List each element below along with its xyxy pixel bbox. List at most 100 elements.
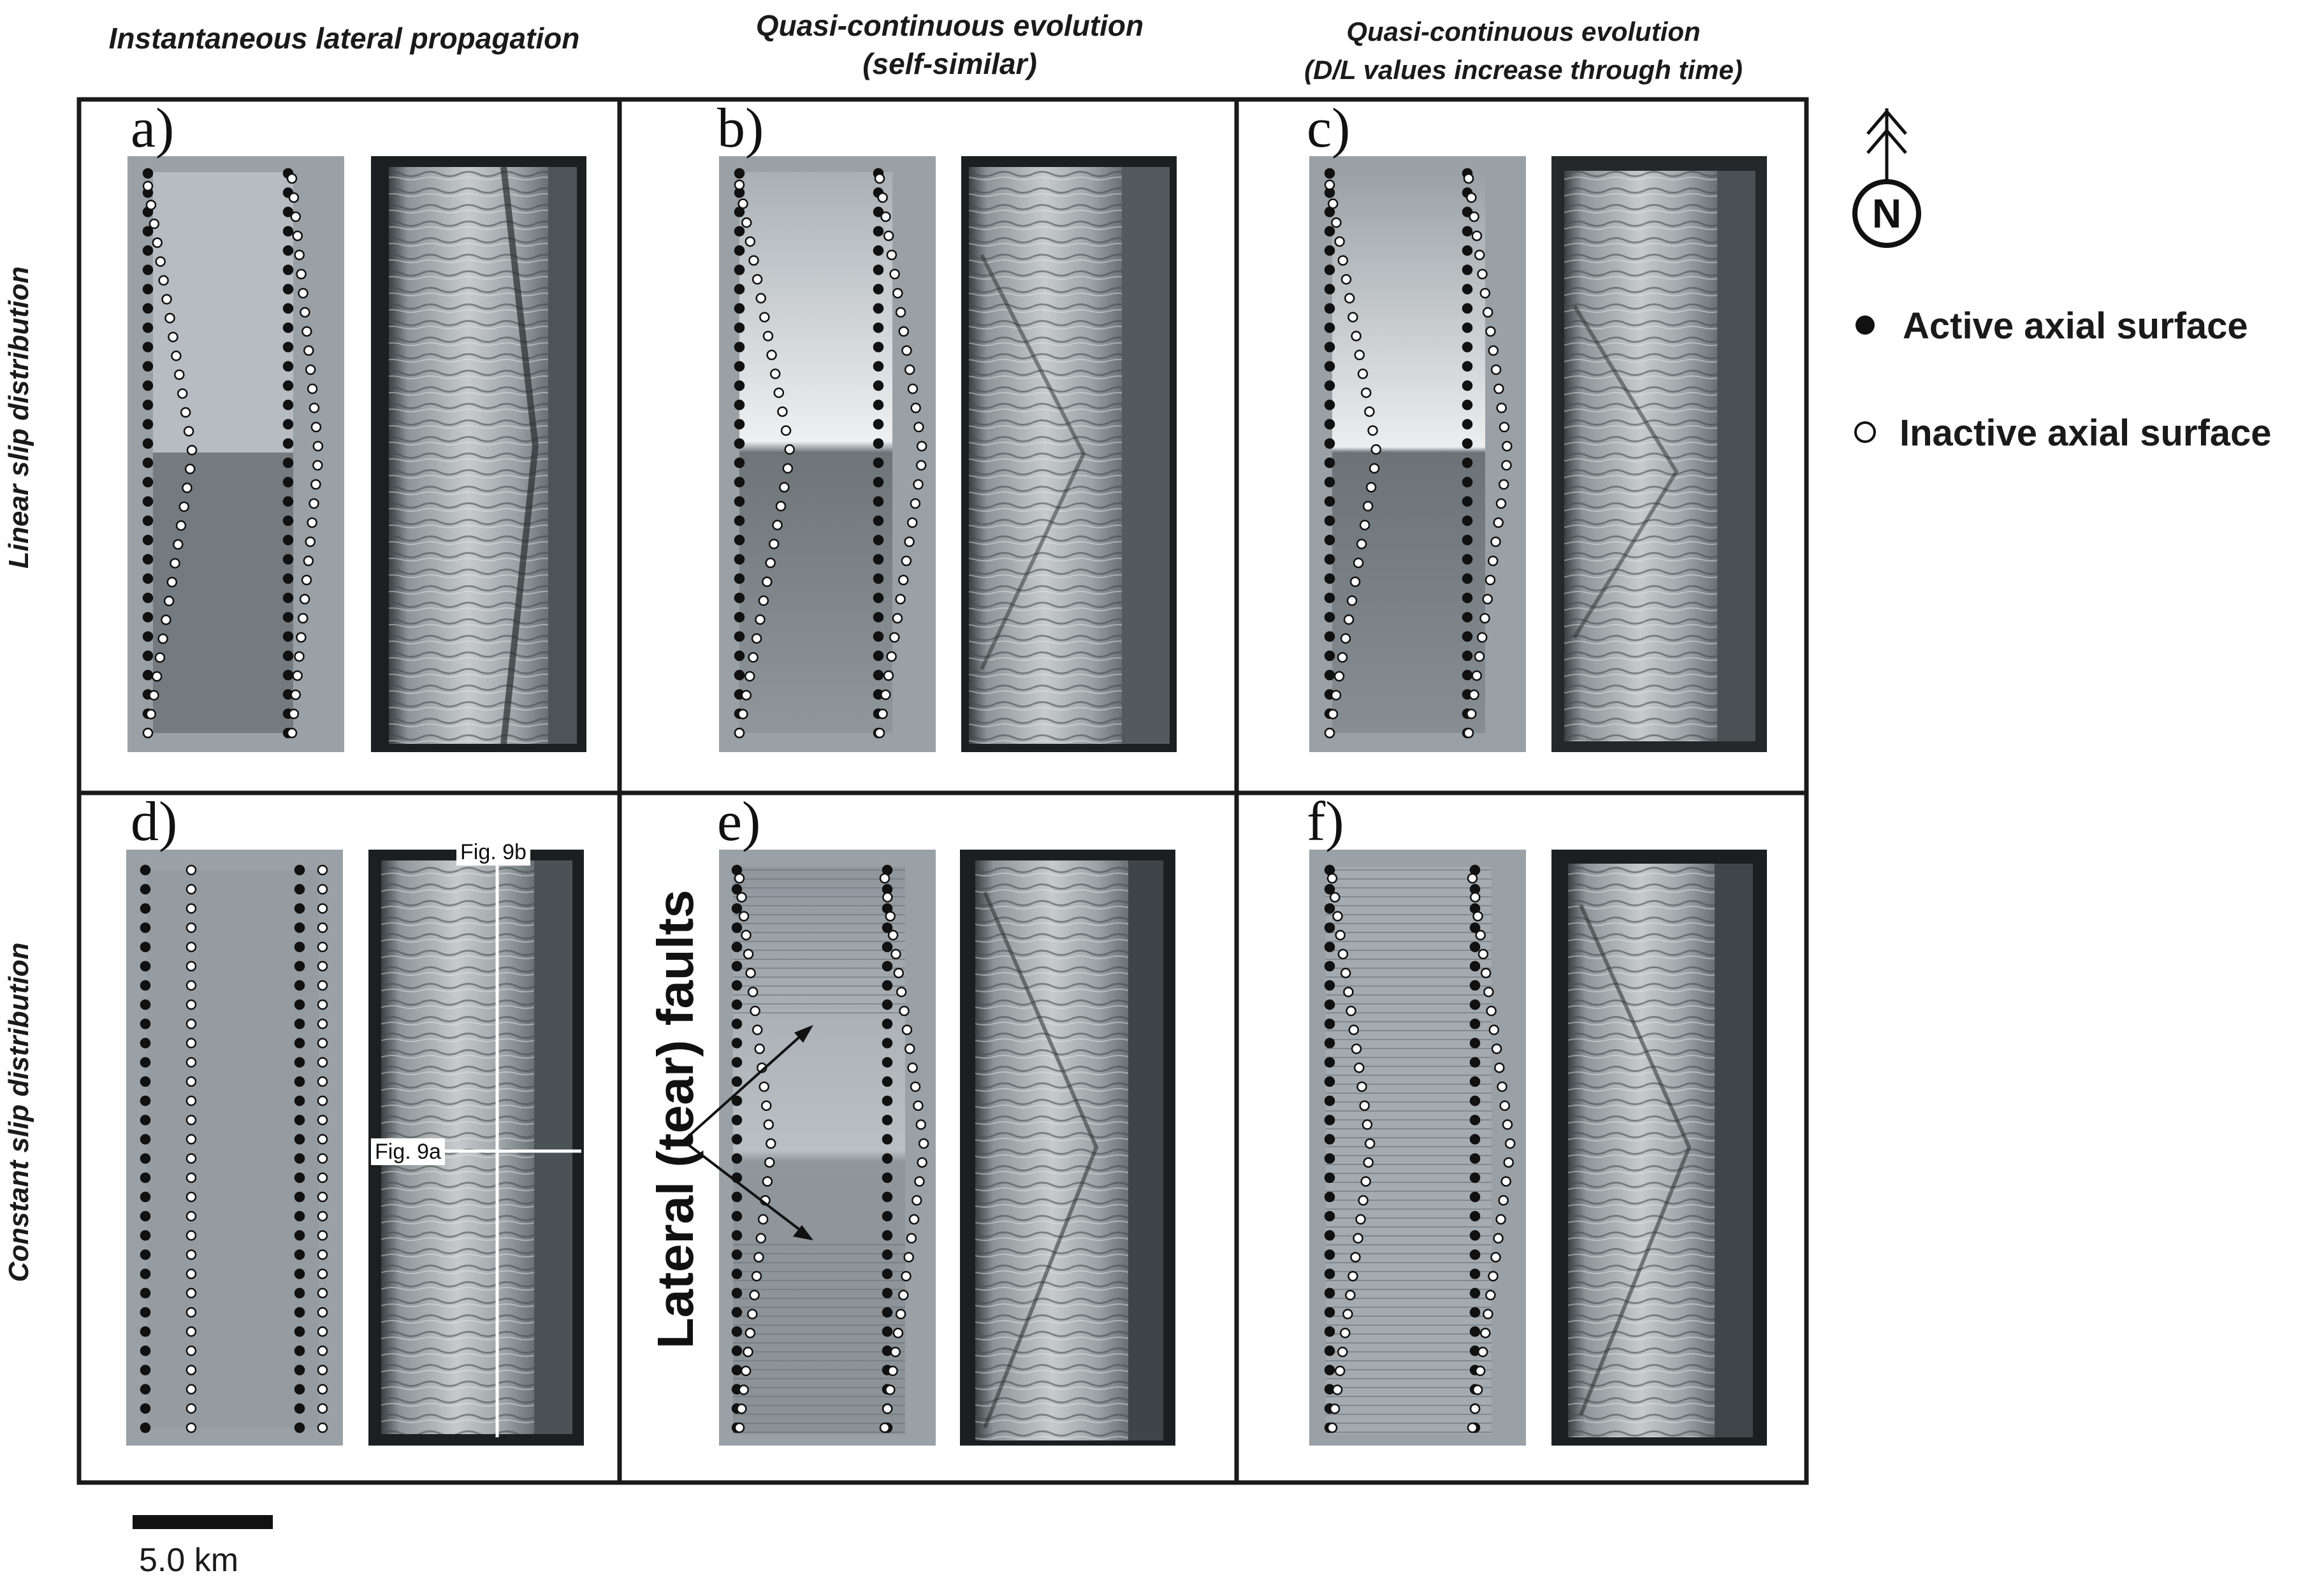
- panel-f-inactive-marker: [1477, 1346, 1488, 1358]
- panel-d-active-marker: [140, 941, 151, 952]
- panel-d-inactive-marker: [317, 1114, 328, 1126]
- panel-b-active-marker: [734, 650, 745, 662]
- panel-f-inactive-marker: [1469, 892, 1481, 903]
- panel-d-active-marker: [140, 1153, 151, 1164]
- panel-c-inactive-marker: [1474, 249, 1485, 261]
- panel-e-active-marker: [731, 980, 743, 991]
- panel-d-active-marker: [140, 883, 151, 895]
- panel-e-active-marker: [731, 1249, 743, 1260]
- panel-c-active-marker: [1324, 554, 1335, 565]
- panel-f-active-marker: [1324, 961, 1335, 972]
- panel-f-active-marker: [1324, 1038, 1335, 1048]
- panel-a-active-marker: [142, 496, 154, 507]
- panel-b-active-marker: [734, 515, 745, 526]
- panel-c-active-marker: [1324, 419, 1335, 430]
- panel-c-inactive-marker: [1367, 425, 1378, 436]
- panel-c-inactive-marker: [1479, 613, 1490, 624]
- panel-d-active-marker: [294, 1038, 305, 1048]
- panel-d-active-marker: [140, 903, 151, 914]
- panel-e-inactive-marker: [766, 1138, 776, 1149]
- panel-b-active-marker: [734, 303, 745, 314]
- panel-e-inactive-marker: [749, 1289, 760, 1301]
- panel-e-inactive-marker: [895, 1309, 906, 1319]
- panel-e-inactive-marker: [910, 1081, 921, 1092]
- panel-d-active-marker: [140, 1268, 151, 1279]
- panel-e-active-marker: [882, 1230, 893, 1241]
- panel-c-inactive-marker: [1490, 536, 1501, 548]
- panel-f-inactive-marker: [1348, 1270, 1358, 1282]
- panel-e-active-marker: [882, 1134, 893, 1145]
- panel-d-inactive-marker: [185, 1095, 197, 1106]
- panel-c-inactive-marker: [1485, 574, 1496, 586]
- panel-f-active-marker: [1324, 1249, 1335, 1260]
- panel-c-inactive-marker: [1354, 349, 1365, 361]
- panel-e-active-marker: [882, 1019, 893, 1029]
- panel-c-active-marker: [1324, 438, 1335, 449]
- panel-b-inactive-marker: [904, 364, 915, 375]
- panel-c-active-marker: [1462, 650, 1473, 662]
- panel-f-inactive-marker: [1467, 1422, 1478, 1433]
- panel-c-inactive-marker: [1353, 557, 1364, 569]
- panel-d-inactive-marker: [317, 1172, 328, 1184]
- panel-a-inactive-marker: [290, 211, 301, 222]
- panel-b-active-marker: [734, 592, 745, 604]
- panel-b-active-marker: [734, 284, 745, 294]
- panel-c-active-marker: [1462, 342, 1473, 352]
- panel-a-active-marker: [282, 438, 294, 449]
- panel-f-inactive-marker: [1359, 1100, 1370, 1111]
- panel-d-active-marker: [140, 1422, 151, 1433]
- panel-c-inactive-marker: [1357, 368, 1369, 379]
- panel-a-active-marker: [142, 477, 154, 488]
- panel-e-inactive-marker: [887, 929, 899, 941]
- panel-c-active-marker: [1462, 669, 1473, 681]
- panel-c-inactive-marker: [1469, 211, 1479, 222]
- panel-d-inactive-marker: [317, 961, 328, 972]
- panel-c-active-marker: [1462, 284, 1473, 294]
- panel-f-inactive-marker: [1504, 1138, 1516, 1149]
- panel-f-inactive-marker: [1363, 1157, 1374, 1168]
- panel-a-inactive-marker: [178, 501, 189, 512]
- panel-a-inactive-marker: [309, 402, 320, 414]
- panel-b-active-marker: [734, 496, 745, 507]
- panel-f-active-marker: [1324, 903, 1335, 914]
- panel-a-inactive-marker: [312, 460, 323, 471]
- panel-b-active-marker: [734, 226, 745, 237]
- panel-f-inactive-marker: [1494, 1062, 1505, 1073]
- panel-a-active-marker: [282, 303, 294, 314]
- panel-c-inactive-marker: [1337, 652, 1348, 663]
- panel-e-active-marker: [882, 922, 893, 933]
- panel-a-inactive-marker: [292, 670, 303, 681]
- panel-a-active-marker: [142, 322, 154, 333]
- panel-b-inactive-marker: [910, 498, 921, 509]
- panel-c-inactive-marker: [1334, 236, 1345, 247]
- panel-c-inactive-marker: [1469, 689, 1479, 700]
- panel-b-active-marker: [734, 669, 745, 681]
- panel-f-active-marker: [1324, 1268, 1335, 1279]
- panel-b-inactive-marker: [874, 173, 885, 184]
- panel-b-inactive-marker: [898, 326, 910, 337]
- panel-d-active-marker: [294, 1114, 305, 1126]
- panel-e-active-marker: [731, 1134, 743, 1145]
- panel-b-active-marker: [873, 573, 884, 584]
- panel-f-inactive-marker: [1326, 873, 1338, 884]
- panel-e-active-marker: [731, 1307, 743, 1318]
- panel-e-active-marker: [731, 1114, 743, 1126]
- panel-a-active-marker: [282, 226, 294, 237]
- panel-label-a: a): [131, 98, 175, 159]
- panel-b-active-marker: [873, 515, 884, 526]
- panel-c-active-marker: [1462, 631, 1473, 642]
- panel-d-inactive-marker: [317, 883, 328, 895]
- panel-a-inactive-marker: [145, 709, 156, 720]
- panel-d-inactive-marker: [185, 1326, 197, 1337]
- panel-b-inactive-marker: [777, 406, 788, 417]
- panel-c-active-marker: [1462, 592, 1473, 604]
- panel-a-active-marker: [142, 457, 154, 468]
- panel-b-active-marker: [734, 245, 745, 256]
- panel-d-inactive-marker: [317, 1210, 328, 1222]
- panel-e-inactive-marker: [761, 1100, 772, 1111]
- panel-b-inactive-marker: [751, 633, 762, 644]
- panel-b-active-marker: [873, 631, 884, 642]
- panel-a-active-marker: [142, 380, 154, 391]
- panel-b-active-marker: [873, 245, 884, 256]
- panel-d-inactive-marker: [185, 941, 197, 952]
